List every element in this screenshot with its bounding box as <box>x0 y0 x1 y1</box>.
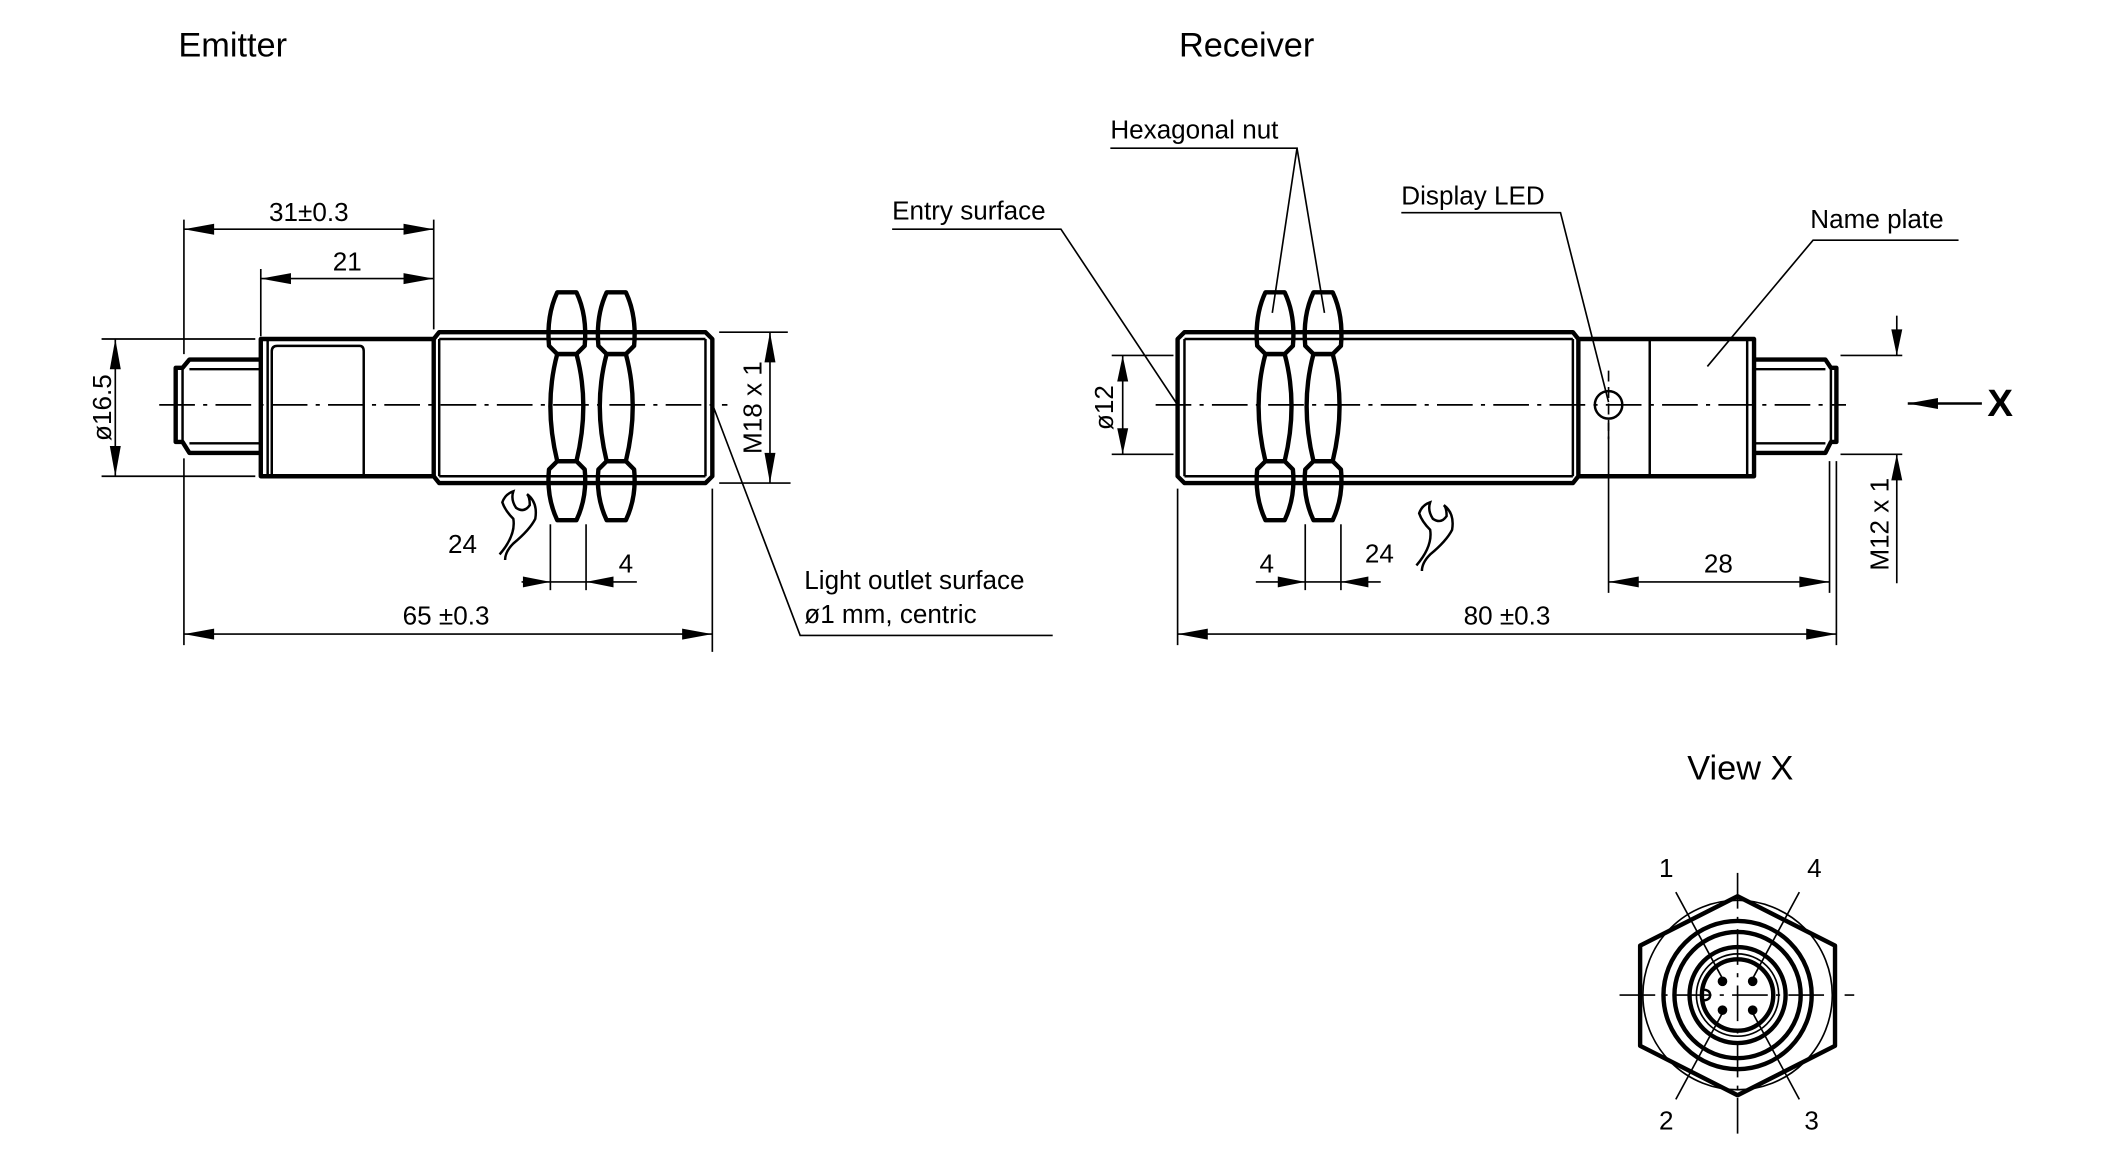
receiver-dim-overall: 80 ±0.3 <box>1176 461 1838 646</box>
pin-2 <box>1717 1005 1728 1015</box>
emitter-connector <box>173 357 261 456</box>
receiver-dim-28-label: 28 <box>1704 548 1733 578</box>
emitter-housing <box>258 336 436 479</box>
receiver-housing <box>1578 336 1757 479</box>
display-led-callout: Display LED <box>1401 180 1610 403</box>
emitter-dim-thread: M18 x 1 <box>719 331 791 484</box>
emitter-hex-nut-1 <box>546 290 588 523</box>
entry-surface-callout: Entry surface <box>892 196 1179 406</box>
emitter-dim-overall-label: 65 ±0.3 <box>403 600 490 630</box>
hex-nut-label: Hexagonal nut <box>1110 115 1279 145</box>
wrench-icon <box>1415 500 1454 572</box>
emitter-wrench-size: 24 <box>448 489 538 561</box>
emitter-drawing: Emitter <box>87 26 1053 652</box>
pin-1-label: 1 <box>1659 853 1674 883</box>
emitter-dim-nut-label: 4 <box>619 548 634 578</box>
receiver-dim-thread: M12 x 1 <box>1840 315 1903 584</box>
hex-outline <box>1637 894 1838 1098</box>
light-outlet-label-line2: ø1 mm, centric <box>804 599 976 629</box>
receiver-dim-nut-label: 4 <box>1260 548 1275 578</box>
connector-face: 1 2 3 4 <box>1619 853 1855 1137</box>
receiver-hex-nut-1 <box>1254 290 1296 523</box>
view-x-drawing: View X 1 2 3 4 <box>1619 750 1855 1137</box>
receiver-dim-overall-label: 80 ±0.3 <box>1464 600 1551 630</box>
receiver-dim-28: 28 <box>1607 422 1831 593</box>
receiver-dim-nut: 4 <box>1255 524 1381 591</box>
receiver-dim-diameter: ø12 <box>1089 354 1174 456</box>
emitter-dim-nut: 4 <box>521 524 637 591</box>
display-led-label: Display LED <box>1401 180 1544 210</box>
emitter-dim-thread-label: M18 x 1 <box>738 361 768 454</box>
receiver-dim-diameter-label: ø12 <box>1089 385 1119 430</box>
hex-nut-callout: Hexagonal nut <box>1110 115 1326 314</box>
view-x-marker-label: X <box>1987 382 2013 425</box>
receiver-hex-nut-2 <box>1302 290 1344 523</box>
name-plate-label: Name plate <box>1810 204 1943 234</box>
emitter-dim-21-label: 21 <box>333 246 362 276</box>
wrench-icon <box>498 489 538 561</box>
receiver-wrench-size: 24 <box>1365 500 1454 572</box>
pin-4 <box>1747 976 1758 987</box>
entry-surface-label: Entry surface <box>892 196 1046 226</box>
pin-3 <box>1747 1005 1758 1015</box>
receiver-title: Receiver <box>1179 26 1314 64</box>
receiver-connector <box>1754 357 1839 456</box>
pin-4-label: 4 <box>1807 853 1822 883</box>
emitter-dim-overall: 65 ±0.3 <box>183 458 714 652</box>
pin-2-label: 2 <box>1659 1106 1674 1136</box>
emitter-dim-diameter: ø16.5 <box>87 338 256 478</box>
emitter-hex-nut-2 <box>595 290 637 523</box>
light-outlet-label-line1: Light outlet surface <box>804 565 1024 595</box>
emitter-threaded-body <box>432 329 715 486</box>
name-plate-callout: Name plate <box>1706 204 1959 367</box>
receiver-threaded-body <box>1175 329 1581 486</box>
light-outlet-callout: Light outlet surface ø1 mm, centric <box>712 407 1053 637</box>
pin-1 <box>1717 976 1728 987</box>
emitter-wrench-size-label: 24 <box>448 529 477 559</box>
emitter-title: Emitter <box>178 26 287 64</box>
emitter-dim-31: 31±0.3 <box>183 197 435 355</box>
receiver-dim-thread-label: M12 x 1 <box>1865 478 1895 571</box>
view-x-title: View X <box>1687 750 1793 788</box>
view-x-marker: X <box>1907 382 2013 425</box>
emitter-dim-21: 21 <box>259 246 434 337</box>
emitter-dim-31-label: 31±0.3 <box>269 197 349 227</box>
receiver-wrench-size-label: 24 <box>1365 539 1394 569</box>
emitter-dim-diameter-label: ø16.5 <box>87 374 117 441</box>
receiver-drawing: Receiver <box>892 26 2013 646</box>
pin-3-label: 3 <box>1804 1106 1819 1136</box>
